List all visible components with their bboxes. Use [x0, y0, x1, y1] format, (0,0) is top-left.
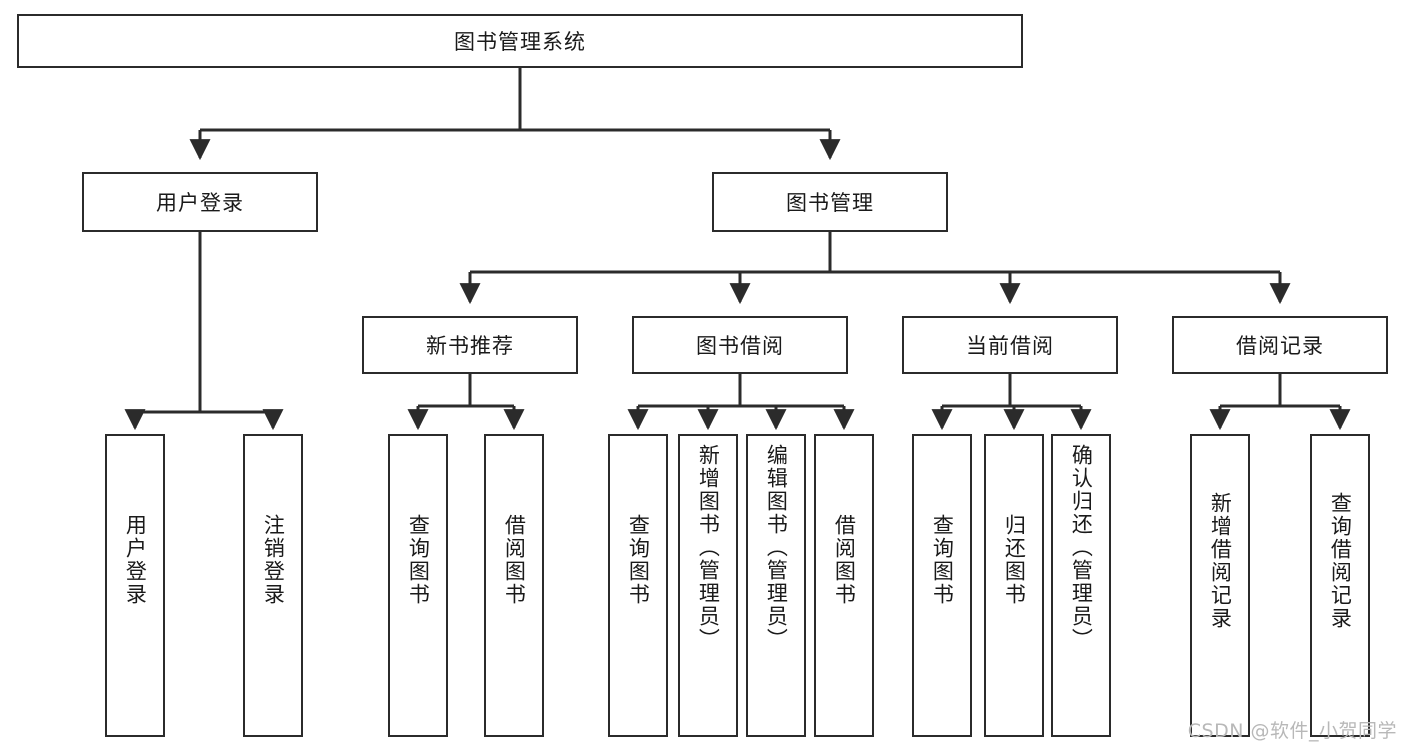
node-root-label: 图书管理系统: [454, 30, 586, 54]
leaf-query-book-current-label: 查询图书: [930, 514, 955, 606]
leaf-user-logout-label: 注销登录: [261, 514, 286, 606]
leaf-borrow-book-label: 借阅图书: [832, 514, 857, 606]
node-root[interactable]: 图书管理系统: [17, 14, 1023, 68]
leaf-borrow-book-recommend[interactable]: 借阅图书: [484, 434, 544, 737]
leaf-query-borrow-record[interactable]: 查询借阅记录: [1310, 434, 1370, 737]
leaf-user-login-label: 用户登录: [123, 514, 148, 606]
node-book-management-label: 图书管理: [786, 191, 874, 215]
leaf-add-borrow-record-label: 新增借阅记录: [1208, 492, 1233, 630]
node-borrow-record[interactable]: 借阅记录: [1172, 316, 1388, 374]
leaf-confirm-return-admin-label: 确认归还（管理员）: [1069, 444, 1094, 651]
node-book-borrow-label: 图书借阅: [696, 334, 784, 358]
node-new-book-recommend-label: 新书推荐: [426, 334, 514, 358]
node-book-borrow[interactable]: 图书借阅: [632, 316, 848, 374]
leaf-query-borrow-record-label: 查询借阅记录: [1328, 492, 1353, 630]
leaf-query-book-recommend-label: 查询图书: [406, 514, 431, 606]
node-current-borrow[interactable]: 当前借阅: [902, 316, 1118, 374]
leaf-add-book-admin-label: 新增图书（管理员）: [696, 444, 721, 651]
watermark: CSDN @软件_小贺同学: [1187, 720, 1397, 742]
leaf-query-book-recommend[interactable]: 查询图书: [388, 434, 448, 737]
leaf-edit-book-admin[interactable]: 编辑图书（管理员）: [746, 434, 806, 737]
leaf-user-login[interactable]: 用户登录: [105, 434, 165, 737]
node-borrow-record-label: 借阅记录: [1236, 334, 1324, 358]
leaf-add-book-admin[interactable]: 新增图书（管理员）: [678, 434, 738, 737]
leaf-borrow-book[interactable]: 借阅图书: [814, 434, 874, 737]
leaf-return-book[interactable]: 归还图书: [984, 434, 1044, 737]
leaf-user-logout[interactable]: 注销登录: [243, 434, 303, 737]
node-book-management[interactable]: 图书管理: [712, 172, 948, 232]
leaf-query-book-borrow[interactable]: 查询图书: [608, 434, 668, 737]
node-user-login[interactable]: 用户登录: [82, 172, 318, 232]
node-new-book-recommend[interactable]: 新书推荐: [362, 316, 578, 374]
leaf-return-book-label: 归还图书: [1002, 514, 1027, 606]
leaf-borrow-book-recommend-label: 借阅图书: [502, 514, 527, 606]
leaf-add-borrow-record[interactable]: 新增借阅记录: [1190, 434, 1250, 737]
node-user-login-label: 用户登录: [156, 191, 244, 215]
leaf-query-book-borrow-label: 查询图书: [626, 514, 651, 606]
leaf-edit-book-admin-label: 编辑图书（管理员）: [764, 444, 789, 651]
node-current-borrow-label: 当前借阅: [966, 334, 1054, 358]
leaf-query-book-current[interactable]: 查询图书: [912, 434, 972, 737]
leaf-confirm-return-admin[interactable]: 确认归还（管理员）: [1051, 434, 1111, 737]
